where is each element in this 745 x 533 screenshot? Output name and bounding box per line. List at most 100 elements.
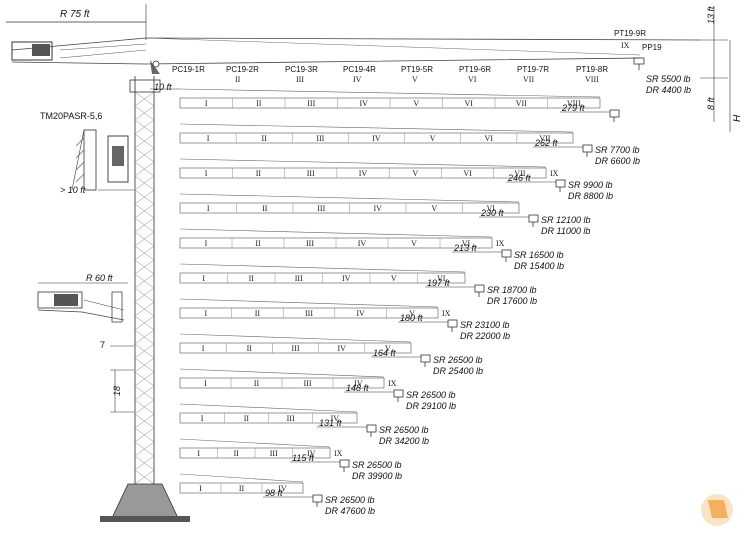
top-hook-icon bbox=[633, 57, 645, 70]
r60-label: R 60 ft bbox=[86, 273, 113, 283]
row-length-label: 180 ft bbox=[400, 313, 423, 323]
section-numeral: I bbox=[205, 99, 208, 108]
row-dr-label: DR 22000 lb bbox=[460, 331, 510, 341]
jib-section-headers: PC19-1R PC19-2R PC19-3R PC19-4R PT19-5R … bbox=[150, 29, 691, 95]
row-length-label: 230 ft bbox=[480, 208, 504, 218]
row-sr-label: SR 18700 lb bbox=[487, 285, 537, 295]
section-numeral: V bbox=[385, 344, 391, 353]
top-dimensions: R 75 ft 13 ft 8 ft H bbox=[6, 4, 743, 132]
section-numeral: II bbox=[262, 204, 268, 213]
jib-body bbox=[179, 167, 547, 179]
section-numeral: I bbox=[199, 484, 202, 493]
header-6: PT19-6R bbox=[459, 65, 491, 74]
section-numeral: VI bbox=[485, 134, 494, 143]
gt10-label: > 10 ft bbox=[60, 185, 86, 195]
tip-numeral: IX bbox=[334, 449, 343, 458]
side-dims: 7 18 bbox=[100, 340, 134, 413]
jib-top-chord bbox=[179, 368, 385, 378]
hook-icon bbox=[479, 214, 539, 227]
row-dr-label: DR 34200 lb bbox=[379, 436, 429, 446]
jib-top-chord bbox=[179, 438, 331, 448]
section-numeral: IV bbox=[307, 449, 316, 458]
section-numeral: I bbox=[204, 379, 207, 388]
section-numeral: III bbox=[292, 344, 300, 353]
section-numeral: V bbox=[430, 134, 436, 143]
top-sr-label: SR 5500 lb bbox=[646, 74, 691, 84]
row-dr-label: DR 17600 lb bbox=[487, 296, 537, 306]
header-1: PC19-1R bbox=[172, 65, 205, 74]
jib-top-chord bbox=[179, 88, 601, 98]
jib-body bbox=[179, 307, 439, 319]
row-length-label: 164 ft bbox=[373, 348, 396, 358]
tip-numeral: IX bbox=[496, 239, 505, 248]
section-numeral: I bbox=[202, 344, 205, 353]
section-numeral: VI bbox=[463, 169, 472, 178]
section-numeral: IV bbox=[374, 204, 383, 213]
section-numeral: II bbox=[255, 239, 261, 248]
section-numeral: III bbox=[306, 239, 314, 248]
row-sr-label: SR 23100 lb bbox=[460, 320, 510, 330]
header-pp19: PP19 bbox=[642, 43, 662, 52]
section-numeral: VI bbox=[487, 204, 496, 213]
header-numeral-7: VII bbox=[523, 75, 534, 84]
hook-icon bbox=[560, 109, 620, 122]
section-numeral: IV bbox=[342, 274, 351, 283]
section-numeral: III bbox=[287, 414, 295, 423]
section-numeral: VII bbox=[514, 169, 525, 178]
section-numeral: V bbox=[391, 274, 397, 283]
top-dr-label: DR 4400 lb bbox=[646, 85, 691, 95]
header-pt19-9r: PT19-9R bbox=[614, 29, 646, 38]
hook-icon bbox=[344, 389, 404, 402]
section-numeral: II bbox=[262, 134, 268, 143]
section-numeral: V bbox=[431, 204, 437, 213]
jib-body bbox=[179, 132, 574, 144]
tip-numeral: IX bbox=[388, 379, 397, 388]
hook-icon bbox=[290, 459, 350, 472]
row-length-label: 279 ft bbox=[561, 103, 585, 113]
tower bbox=[100, 76, 190, 522]
section-numeral: V bbox=[413, 99, 419, 108]
section-numeral: III bbox=[307, 99, 315, 108]
row-length-label: 246 ft bbox=[507, 173, 531, 183]
section-numeral: II bbox=[256, 169, 262, 178]
section-numeral: VII bbox=[516, 99, 527, 108]
row-dr-label: DR 15400 lb bbox=[514, 261, 564, 271]
section-numeral: III bbox=[270, 449, 278, 458]
section-numeral: IV bbox=[360, 99, 369, 108]
h-label: H bbox=[732, 114, 743, 122]
header-numeral-2: II bbox=[235, 75, 241, 84]
section-numeral: II bbox=[247, 344, 253, 353]
jib-top-chord bbox=[179, 123, 574, 133]
row-length-label: 131 ft bbox=[319, 418, 342, 428]
header-5: PT19-5R bbox=[401, 65, 433, 74]
section-numeral: IV bbox=[372, 134, 381, 143]
tip-numeral: IX bbox=[442, 309, 451, 318]
section-numeral: I bbox=[205, 169, 208, 178]
section-numeral: III bbox=[317, 204, 325, 213]
row-sr-label: SR 12100 lb bbox=[541, 215, 591, 225]
section-numeral: IV bbox=[337, 344, 346, 353]
section-numeral: I bbox=[207, 204, 210, 213]
section-numeral: V bbox=[409, 309, 415, 318]
section-numeral: II bbox=[234, 449, 240, 458]
section-numeral: III bbox=[307, 169, 315, 178]
row-sr-label: SR 26500 lb bbox=[433, 355, 483, 365]
section-numeral: VI bbox=[465, 99, 474, 108]
section-numeral: II bbox=[244, 414, 250, 423]
header-numeral-3: III bbox=[296, 75, 304, 84]
row-dr-label: DR 8800 lb bbox=[568, 191, 613, 201]
header-8: PT19-8R bbox=[576, 65, 608, 74]
jib-top-chord bbox=[179, 473, 304, 483]
radius-75-label: R 75 ft bbox=[60, 9, 91, 20]
jib-body bbox=[179, 482, 304, 494]
hook-icon bbox=[452, 249, 512, 262]
dim-18: 18 bbox=[112, 386, 122, 396]
